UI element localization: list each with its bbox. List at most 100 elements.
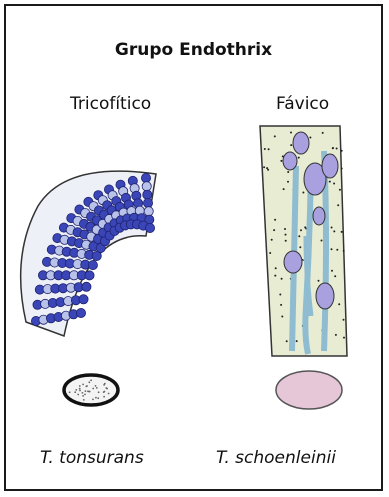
speckle: [331, 227, 333, 229]
colony-speck: [97, 397, 99, 399]
speckle: [274, 275, 276, 277]
speckle: [299, 246, 301, 248]
speckle: [283, 188, 285, 190]
speckle: [269, 252, 271, 254]
speckle: [336, 148, 338, 150]
speckle: [273, 229, 275, 231]
favic-hair-illustration: [260, 126, 347, 356]
speckle: [290, 132, 292, 134]
speckle: [298, 235, 300, 237]
speckle: [333, 183, 335, 185]
speckle: [279, 294, 281, 296]
speckle: [302, 192, 304, 194]
spore: [144, 207, 153, 216]
speckle: [333, 230, 335, 232]
spore: [79, 295, 88, 304]
speckle: [329, 181, 331, 183]
speckle: [267, 169, 269, 171]
speckle: [331, 248, 333, 250]
colony-speck: [103, 396, 105, 398]
speckle: [343, 337, 345, 339]
spore: [85, 271, 94, 280]
colony-speck: [87, 390, 89, 392]
speckle: [338, 303, 340, 305]
colony-speck: [103, 384, 105, 386]
colony-speck: [69, 391, 71, 393]
spore: [88, 261, 97, 270]
colony-speck: [75, 389, 77, 391]
speckle: [264, 148, 266, 150]
speckle: [281, 316, 283, 318]
speckle: [286, 340, 288, 342]
colony-speck: [82, 384, 84, 386]
colony-speck: [88, 381, 90, 383]
speckle: [309, 137, 311, 139]
speckle: [266, 167, 268, 169]
colony-speck: [85, 390, 87, 392]
spore: [145, 223, 154, 232]
speckle: [274, 135, 276, 137]
spore: [82, 282, 91, 291]
speckle: [318, 280, 320, 282]
speckle: [341, 168, 343, 170]
speckle: [275, 267, 277, 269]
speckle: [263, 166, 265, 168]
speckle: [341, 150, 343, 152]
speckle: [339, 189, 341, 191]
speckle: [268, 148, 270, 150]
speckle: [322, 132, 324, 134]
speckle: [343, 250, 345, 252]
colony-speck: [77, 394, 79, 396]
figure-frame: Grupo Endothrix Tricofítico Fávico T. to…: [4, 4, 383, 491]
colony-speck: [95, 385, 97, 387]
colony-speck: [95, 397, 97, 399]
speckle: [334, 275, 336, 277]
colony-speck: [90, 379, 92, 381]
colony-speck: [92, 399, 94, 401]
colony-speck: [105, 387, 107, 389]
speckle: [337, 204, 339, 206]
colony-tonsurans: [64, 375, 118, 405]
colony-speck: [104, 391, 106, 393]
colony-speck: [98, 391, 100, 393]
colony-speck: [96, 387, 98, 389]
speckle: [280, 160, 282, 162]
speckle: [285, 234, 287, 236]
speckle: [296, 340, 298, 342]
speckle: [300, 229, 302, 231]
illustration-canvas: [6, 6, 381, 489]
spore: [76, 308, 85, 317]
speckle: [271, 239, 273, 241]
colony-speck: [82, 392, 84, 394]
speckle: [285, 240, 287, 242]
colony-speck: [79, 390, 81, 392]
colony-speck: [82, 395, 84, 397]
spore: [143, 198, 152, 207]
spore: [143, 190, 152, 199]
speckle: [336, 249, 338, 251]
colony-speck: [92, 388, 94, 390]
speckle: [281, 278, 283, 280]
speckle: [335, 334, 337, 336]
speckle: [321, 240, 323, 242]
colony-speck: [86, 385, 88, 387]
spore: [142, 182, 151, 191]
colony-schoenleinii: [276, 371, 342, 409]
speckle: [341, 231, 343, 233]
colony-speck: [79, 385, 81, 387]
colony-speck: [84, 394, 86, 396]
tricophytic-hair-illustration: [21, 171, 156, 336]
speckle: [284, 228, 286, 230]
spore: [141, 173, 150, 182]
speckle: [331, 270, 333, 272]
speckle: [332, 147, 334, 149]
speckle: [287, 181, 289, 183]
colony-speck: [83, 399, 85, 401]
colony-speck: [74, 391, 76, 393]
speckle: [290, 144, 292, 146]
colony-speck: [108, 393, 110, 395]
speckle: [304, 226, 306, 228]
speckle: [287, 171, 289, 173]
colony-speck: [79, 388, 81, 390]
speckle: [298, 157, 300, 159]
